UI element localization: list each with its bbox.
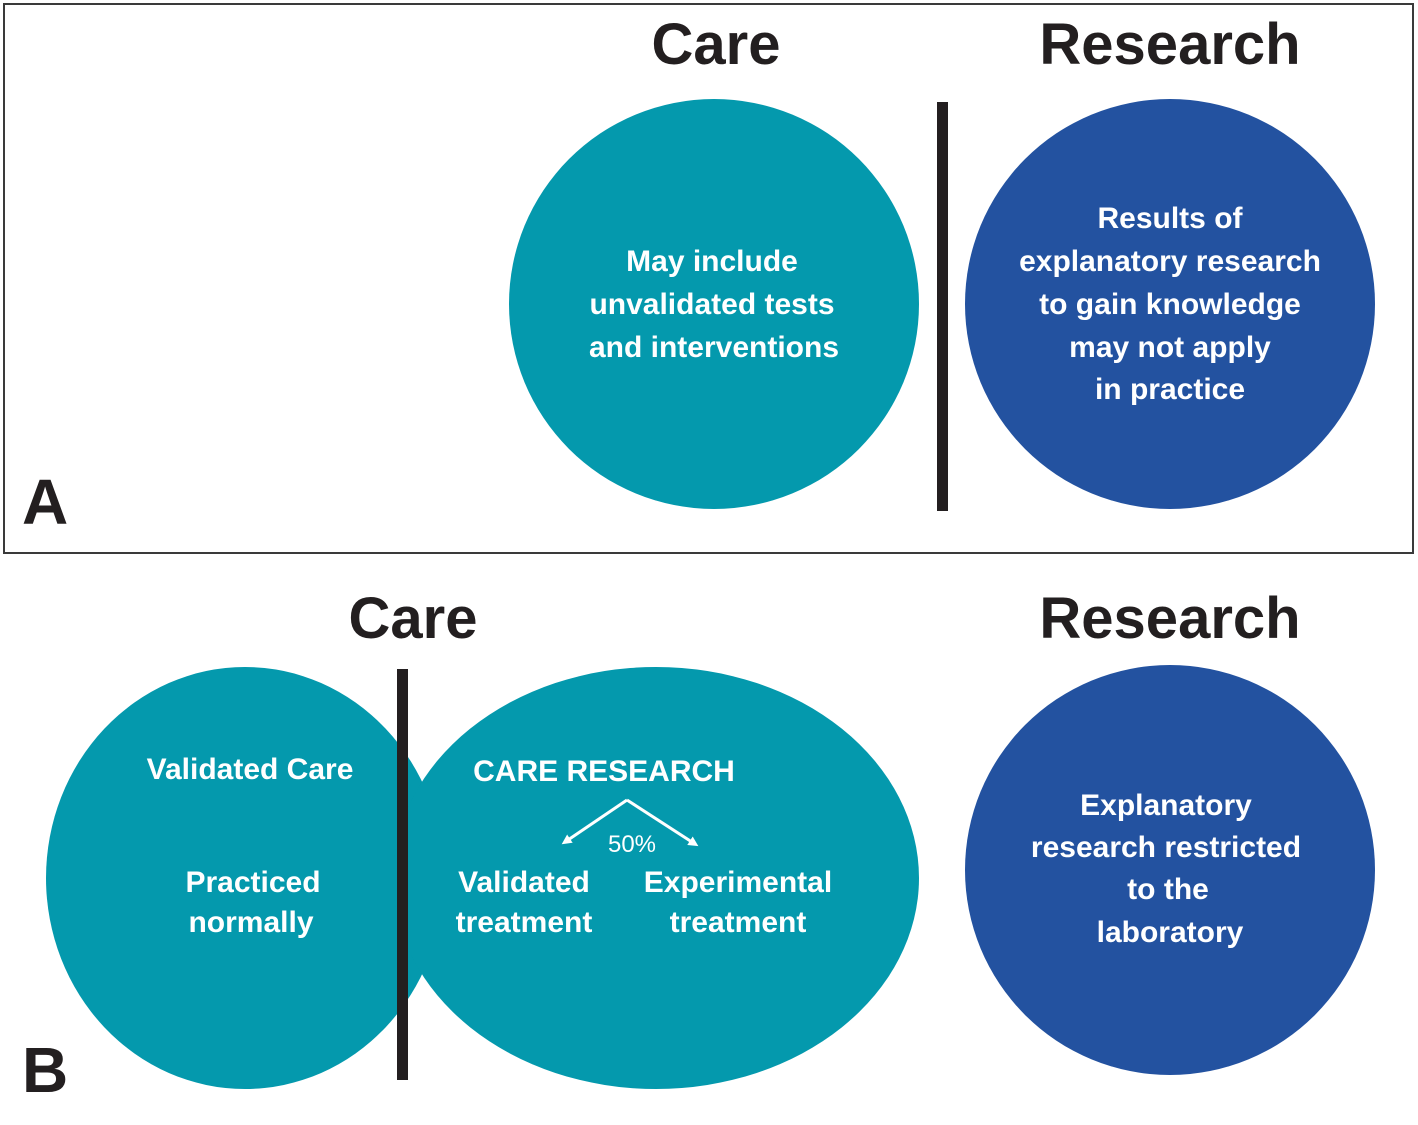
panel-b-research-circle (965, 665, 1375, 1075)
panel-b-research-line-1: Explanatory (1080, 789, 1252, 822)
panel-b-research-heading: Research (1039, 586, 1300, 651)
panel-a-research-line-2: explanatory research (1019, 245, 1321, 278)
validated-treatment-line-2: treatment (456, 906, 593, 939)
panel-a-research-line-3: to gain knowledge (1039, 288, 1301, 321)
panel-b-care-heading: Care (349, 586, 478, 651)
panel-a-research-circle (965, 99, 1375, 509)
panel-a-care-line-1: May include (626, 245, 798, 278)
right-arrow (626, 798, 699, 847)
split-percentage-label: 50% (608, 831, 656, 858)
left-arrow (561, 798, 628, 845)
panel-a-research-line-4: may not apply (1069, 331, 1271, 364)
experimental-treatment-line-1: Experimental (644, 866, 832, 899)
panel-b-letter: B (22, 1034, 68, 1106)
panel-b-validated-care-line-2: normally (188, 906, 313, 939)
panel-a-research-line-5: in practice (1095, 373, 1245, 406)
panel-a-letter: A (22, 466, 68, 538)
panel-a-care-heading: Care (652, 12, 781, 77)
panel-b-validated-care-title: Validated Care (147, 753, 354, 786)
panel-a-care-circle (509, 99, 919, 509)
panel-b-care-research-title: CARE RESEARCH (473, 755, 735, 788)
panel-b-research-line-3: to the (1127, 873, 1209, 906)
panel-a-research-line-1: Results of (1097, 202, 1243, 235)
panel-b-care-research-ellipse (393, 667, 919, 1089)
panel-a-divider (937, 102, 948, 511)
panel-b-research-line-2: research restricted (1031, 831, 1301, 864)
validated-treatment-line-1: Validated (458, 866, 590, 899)
panel-b-validated-care-ellipse (46, 667, 444, 1089)
panel-b-validated-care-line-1: Practiced (185, 866, 320, 899)
panel-a-research-heading: Research (1039, 12, 1300, 77)
experimental-treatment-line-2: treatment (670, 906, 807, 939)
panel-a-care-line-2: unvalidated tests (589, 288, 834, 321)
panel-a-care-line-3: and interventions (589, 331, 839, 364)
panel-b-divider (397, 669, 408, 1080)
panel-b-research-line-4: laboratory (1097, 916, 1244, 949)
